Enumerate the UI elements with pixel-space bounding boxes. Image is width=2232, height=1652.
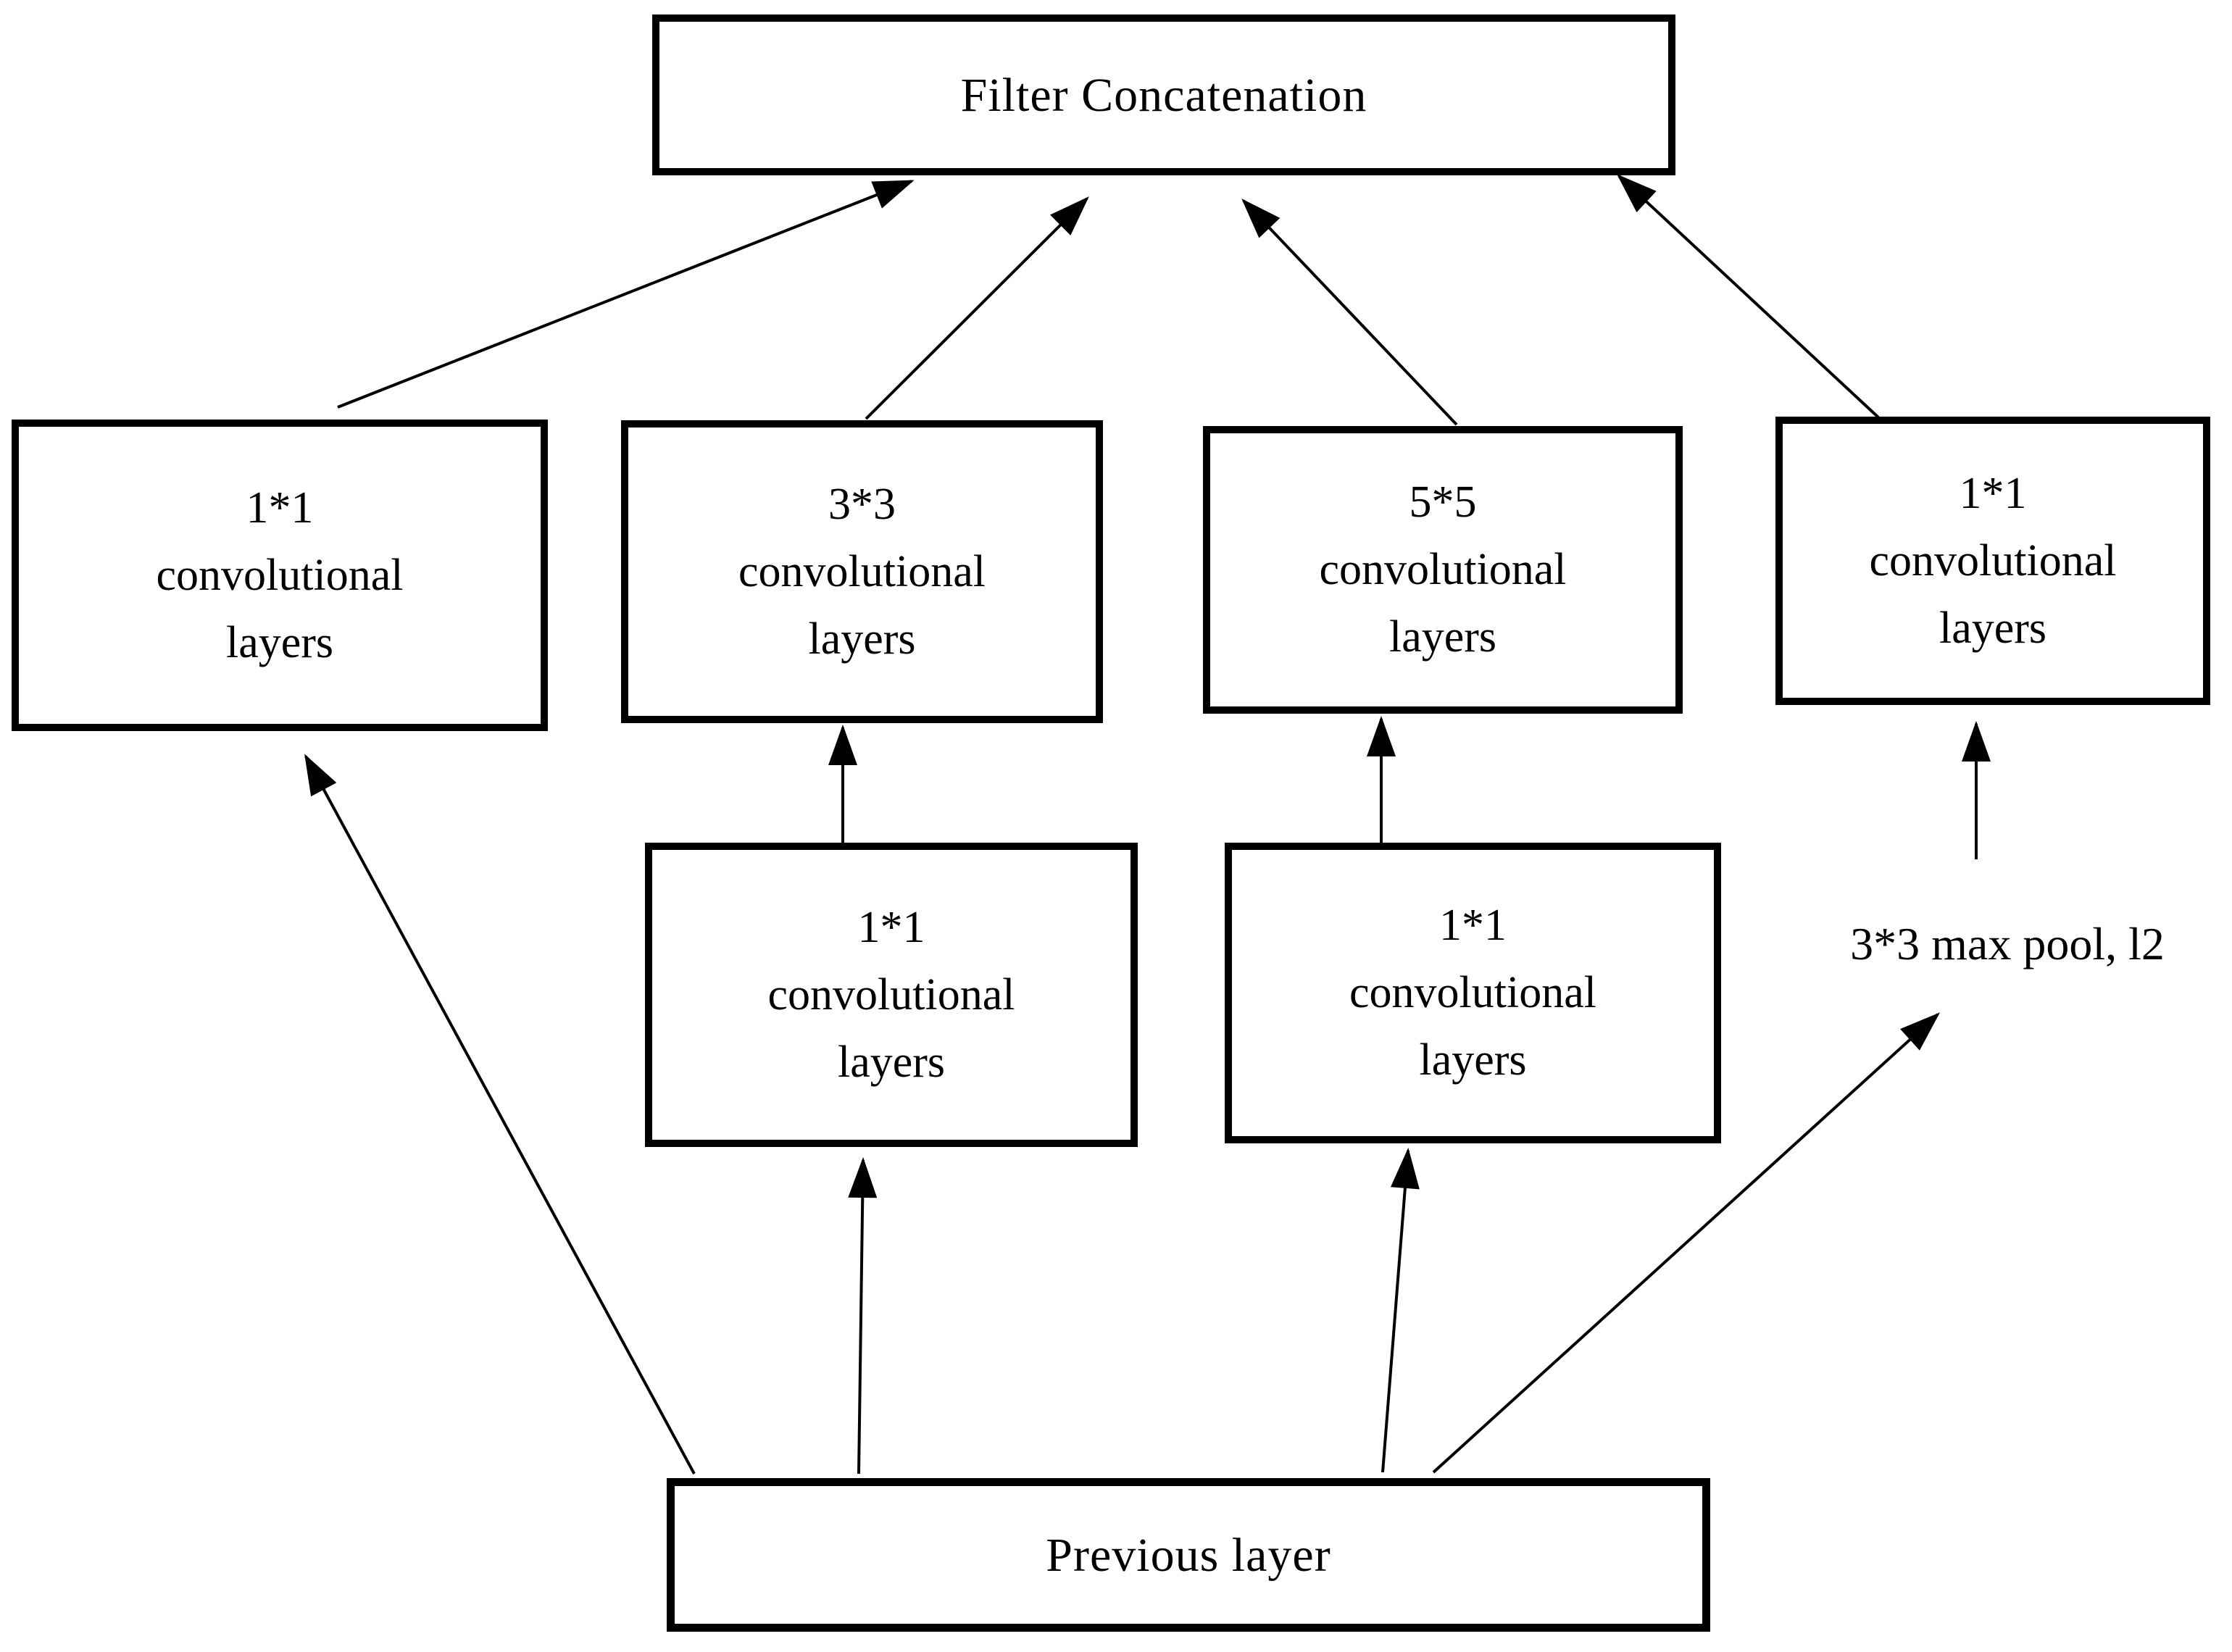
node-filter-concatenation-label: Filter Concatenation bbox=[960, 68, 1367, 122]
node-branch3-reduce-1x1: 1*1 convolutional layers bbox=[1225, 843, 1721, 1143]
node-previous-layer-label: Previous layer bbox=[1046, 1528, 1331, 1582]
node-branch3-conv-5x5: 5*5 convolutional layers bbox=[1203, 426, 1683, 714]
arrow-previous-to-branch1-conv bbox=[304, 754, 696, 1474]
node-branch1-conv-label: 1*1 convolutional layers bbox=[156, 483, 404, 667]
node-branch2-conv-label: 3*3 convolutional layers bbox=[738, 479, 986, 664]
arrow-previous-to-branch2-reduce bbox=[848, 1157, 878, 1474]
node-branch2-reduce-label: 1*1 convolutional layers bbox=[767, 902, 1015, 1087]
arrow-previous-to-maxpool bbox=[1432, 1012, 1940, 1474]
node-branch4-conv-1x1: 1*1 convolutional layers bbox=[1775, 417, 2210, 705]
arrow-branch2-conv-to-concat bbox=[865, 196, 1089, 420]
node-branch2-reduce-1x1: 1*1 convolutional layers bbox=[645, 843, 1138, 1147]
arrow-previous-to-branch3-reduce bbox=[1381, 1148, 1420, 1473]
node-branch1-conv-1x1: 1*1 convolutional layers bbox=[12, 420, 548, 731]
arrow-branch1-conv-to-concat bbox=[337, 180, 915, 409]
node-branch4-conv-label: 1*1 convolutional layers bbox=[1869, 468, 2117, 653]
node-branch4-maxpool-label: 3*3 max pool, l2 bbox=[1850, 918, 2165, 969]
arrow-branch4-conv-to-concat bbox=[1617, 174, 1880, 419]
node-branch2-conv-3x3: 3*3 convolutional layers bbox=[621, 420, 1103, 723]
node-branch3-conv-label: 5*5 convolutional layers bbox=[1319, 477, 1567, 662]
arrow-branch3-conv-to-concat bbox=[1241, 199, 1458, 426]
node-previous-layer: Previous layer bbox=[667, 1478, 1710, 1632]
node-filter-concatenation: Filter Concatenation bbox=[652, 14, 1675, 175]
node-bran3-reduce-label: 1*1 convolutional layers bbox=[1349, 901, 1596, 1085]
